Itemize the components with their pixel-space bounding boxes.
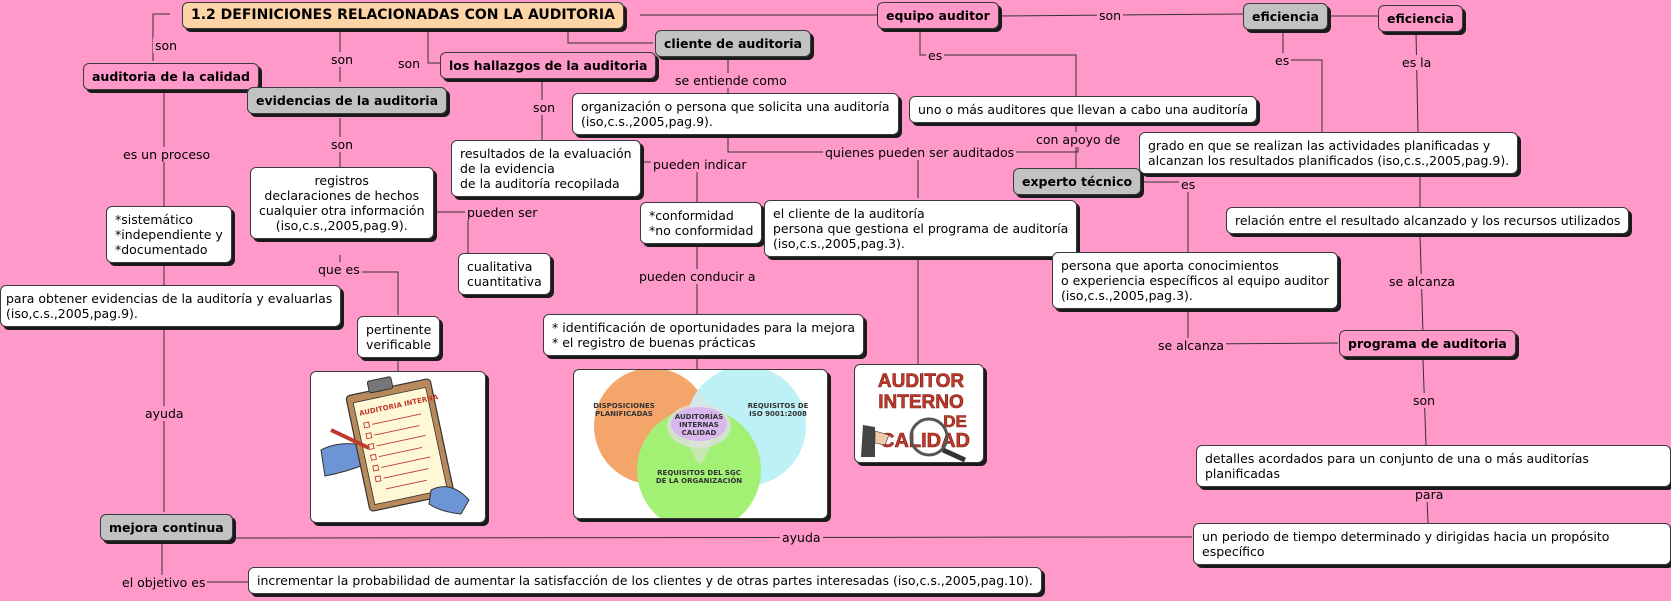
venn-label-bottom-1: REQUISITOS DEL SGC <box>657 469 741 477</box>
node-cualitativa-cuantitativa[interactable]: cualitativa cuantitativa <box>458 253 551 295</box>
node-mejora-continua[interactable]: mejora continua <box>100 514 233 541</box>
venn-label-center-2: INTERNAS <box>679 421 719 429</box>
venn-label-center-3: CALIDAD <box>682 429 717 437</box>
node-eficiencia-definition[interactable]: eficiencia <box>1378 5 1463 32</box>
label-que-es: que es <box>316 262 362 277</box>
venn-label-center-1: AUDITORÍAS <box>675 412 723 421</box>
node-experto-tecnico[interactable]: experto técnico <box>1013 168 1142 195</box>
node-equipo-auditor[interactable]: equipo auditor <box>877 2 999 29</box>
node-eficiencia[interactable]: eficiencia <box>1243 3 1328 30</box>
node-resultados-evaluacion[interactable]: resultados de la evaluación de la eviden… <box>451 140 641 197</box>
node-detalles-acordados[interactable]: detalles acordados para un conjunto de u… <box>1196 445 1671 487</box>
node-uno-o-mas-auditores[interactable]: uno o más auditores que llevan a cabo un… <box>909 96 1258 123</box>
label-es-un-proceso: es un proceso <box>121 147 213 162</box>
label-pueden-ser: pueden ser <box>465 205 540 220</box>
node-obtener-evidencias[interactable]: para obtener evidencias de la auditoría … <box>0 285 342 327</box>
node-cliente-de-auditoria[interactable]: cliente de auditoria <box>655 30 811 57</box>
logo-word-4: CALIDAD <box>880 430 970 452</box>
node-conformidad[interactable]: *conformidad *no conformidad <box>640 202 763 244</box>
node-periodo-de-tiempo[interactable]: un periodo de tiempo determinado y dirig… <box>1193 523 1671 565</box>
logo-word-3: DE <box>943 412 967 431</box>
venn-label-left-1: DISPOSICIONES <box>593 402 655 410</box>
node-oportunidades-mejora[interactable]: * identificación de oportunidades para l… <box>543 314 865 356</box>
label-son: son <box>329 137 356 152</box>
label-son: son <box>1097 8 1124 23</box>
label-son: son <box>153 38 180 53</box>
node-grado-actividades[interactable]: grado en que se realizan las actividades… <box>1139 132 1519 174</box>
label-pueden-conducir-a: pueden conducir a <box>637 269 758 284</box>
node-registros[interactable]: registros declaraciones de hechos cualqu… <box>250 167 434 239</box>
label-son: son <box>396 56 423 71</box>
node-incrementar-satisfaccion[interactable]: incrementar la probabilidad de aumentar … <box>248 567 1042 594</box>
venn-label-bottom-2: DE LA ORGANIZACIÓN <box>656 476 742 485</box>
node-los-hallazgos-de-la-auditoria[interactable]: los hallazgos de la auditoria <box>440 52 657 79</box>
label-con-apoyo-de: con apoyo de <box>1034 132 1123 147</box>
venn-center-ellipse <box>671 407 727 441</box>
node-persona-aporta-conocimientos[interactable]: persona que aporta conocimientos o exper… <box>1052 252 1338 309</box>
label-es: es <box>926 48 945 63</box>
label-son: son <box>329 52 356 67</box>
label-quienes-pueden-ser-auditados: quienes pueden ser auditados <box>823 145 1017 160</box>
node-pertinente-verificable[interactable]: pertinente verificable <box>357 316 441 358</box>
label-es-la: es la <box>1400 55 1434 70</box>
node-relacion-resultado-recursos[interactable]: relación entre el resultado alcanzado y … <box>1226 207 1630 234</box>
venn-label-left-2: PLANIFICADAS <box>595 410 653 418</box>
label-para: para <box>1413 487 1446 502</box>
logo-word-1: AUDITOR <box>878 371 964 392</box>
venn-label-right-1: REQUISITOS DE <box>748 402 809 410</box>
label-se-entiende-como: se entiende como <box>673 73 789 88</box>
label-se-alcanza: se alcanza <box>1156 338 1226 353</box>
node-proceso-caracteristicas[interactable]: *sistemático *independiente y *documenta… <box>106 206 232 263</box>
node-programa-de-auditoria[interactable]: programa de auditoria <box>1339 330 1516 357</box>
label-se-alcanza: se alcanza <box>1387 274 1457 289</box>
label-es: es <box>1179 177 1198 192</box>
label-son: son <box>1411 393 1438 408</box>
magnifier-icon <box>909 417 949 457</box>
page-title[interactable]: 1.2 DEFINICIONES RELACIONADAS CON LA AUD… <box>182 2 624 29</box>
label-es: es <box>1273 53 1292 68</box>
node-cliente-persona-gestiona[interactable]: el cliente de la auditoría persona que g… <box>764 200 1078 257</box>
node-organizacion-persona[interactable]: organización o persona que solicita una … <box>572 93 899 135</box>
label-ayuda: ayuda <box>143 406 186 421</box>
venn-diagram-image: DISPOSICIONES PLANIFICADAS REQUISITOS DE… <box>573 369 828 519</box>
label-son: son <box>531 100 558 115</box>
node-evidencias-de-la-auditoria[interactable]: evidencias de la auditoria <box>247 87 448 114</box>
label-pueden-indicar: pueden indicar <box>651 157 749 172</box>
logo-word-2: INTERNO <box>878 392 964 413</box>
venn-label-right-2: ISO 9001:2008 <box>749 410 807 418</box>
auditor-interno-logo: AUDITOR INTERNO DE CALIDAD <box>854 364 984 463</box>
checklist-clipboard-image: AUDITORIA INTERNA <box>310 371 486 523</box>
label-ayuda: ayuda <box>780 530 823 545</box>
node-auditoria-de-la-calidad[interactable]: auditoria de la calidad <box>83 63 259 90</box>
label-el-objetivo-es: el objetivo es <box>120 575 208 590</box>
